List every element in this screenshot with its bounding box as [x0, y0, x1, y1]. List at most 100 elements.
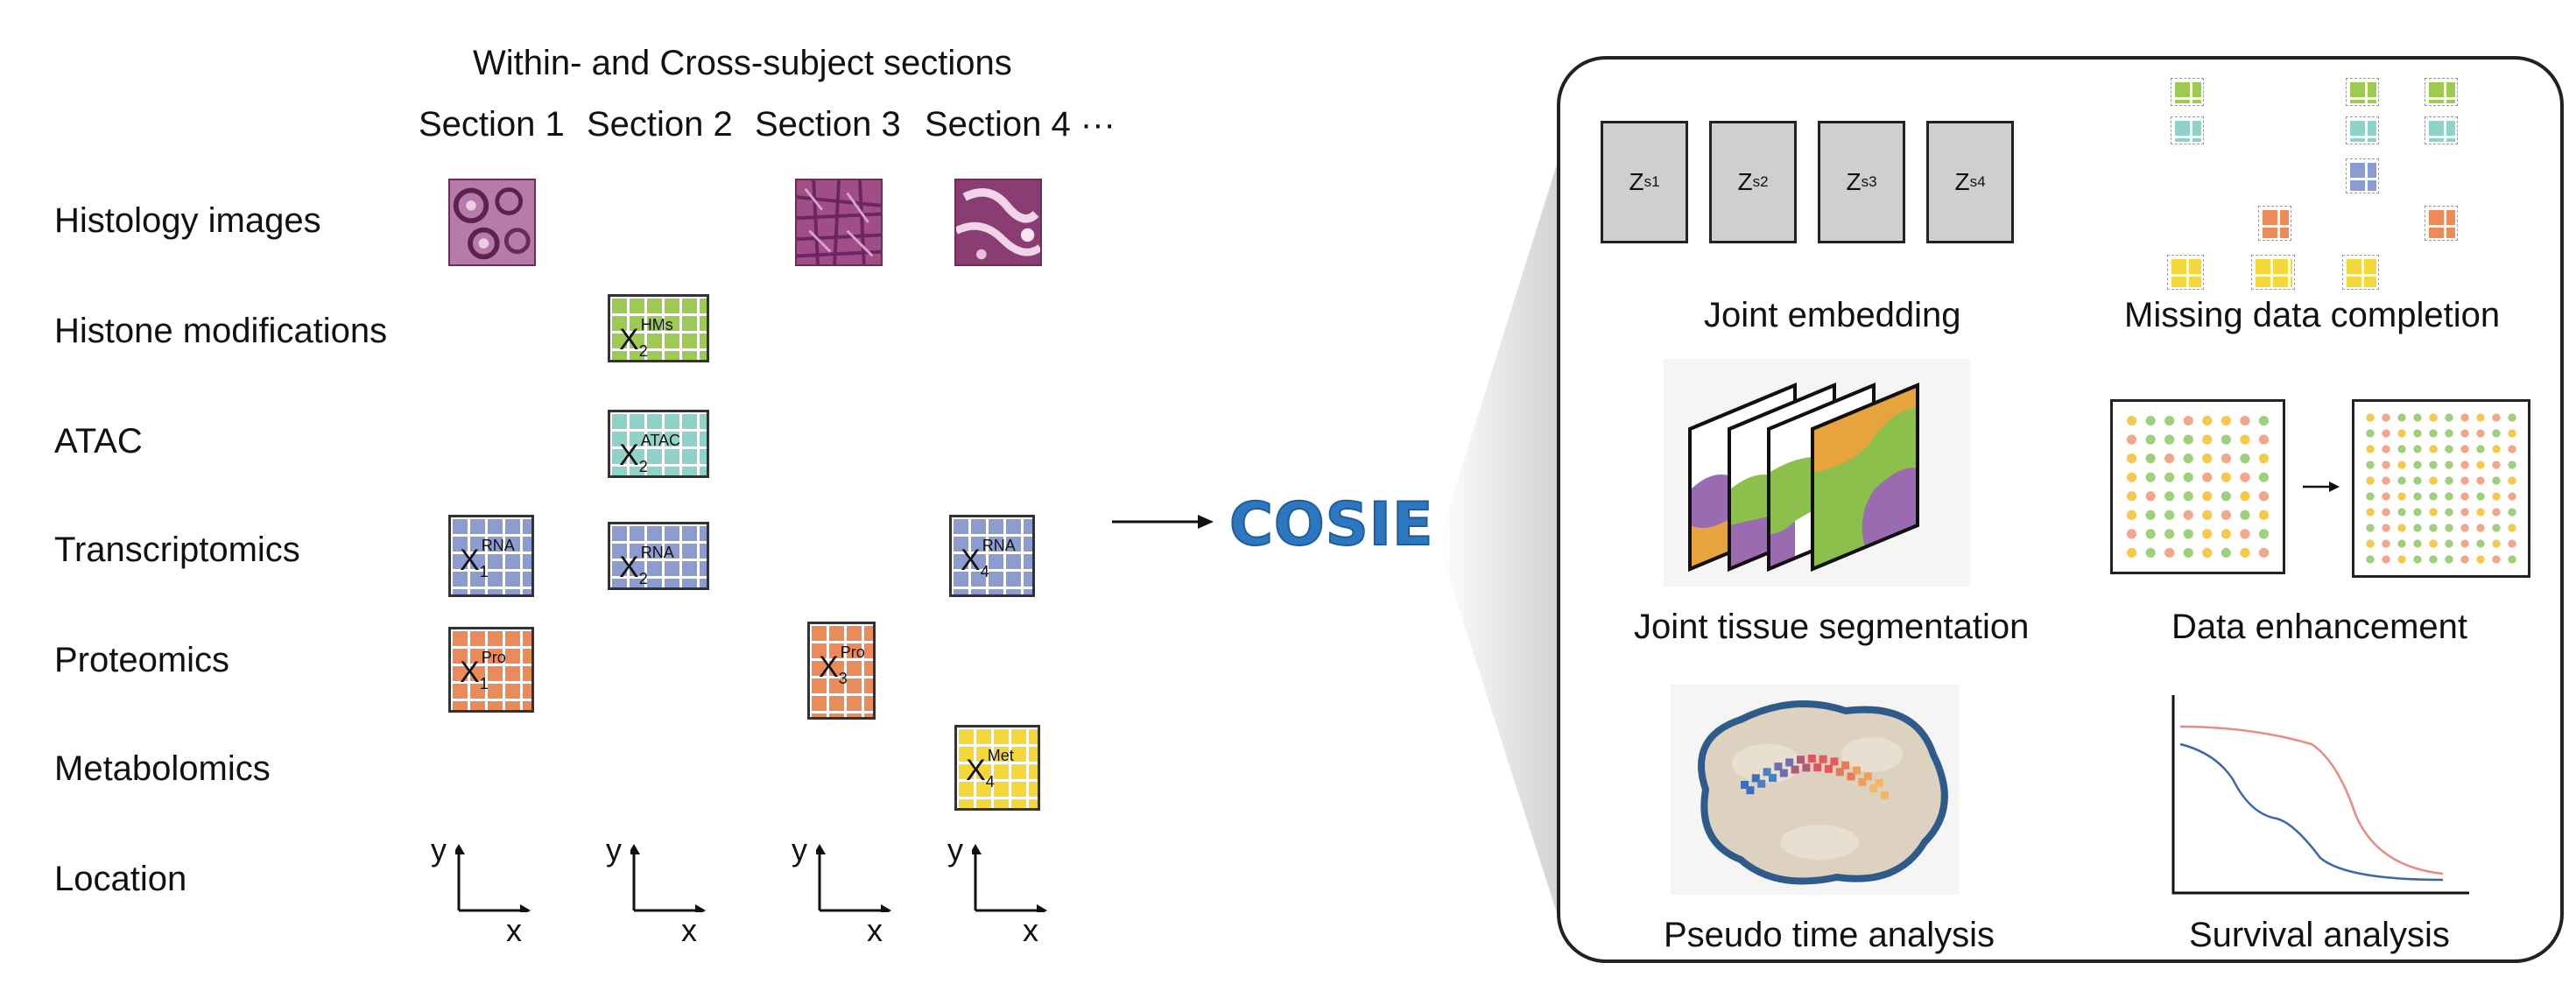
zoom-funnel-shape	[1438, 131, 1567, 945]
survival-plot	[2171, 695, 2469, 895]
enhancement-dot	[2221, 529, 2231, 539]
enhancement-dot	[2366, 413, 2375, 422]
location-axes-section-3	[816, 844, 891, 912]
enhancement-dot	[2429, 508, 2438, 517]
enhancement-dot	[2508, 413, 2516, 422]
enhancement-dot	[2126, 491, 2137, 502]
enhancement-dot	[2126, 415, 2137, 426]
pseudotime-cell	[1863, 772, 1872, 781]
enhancement-dot	[2397, 413, 2406, 422]
enhancement-dot	[2492, 429, 2501, 438]
histology-image-section-1	[448, 179, 536, 266]
location-axes-section-2	[630, 844, 706, 912]
enhancement-dot	[2429, 429, 2438, 438]
enhancement-dot	[2429, 492, 2438, 501]
tile-x4-met: X4Met	[954, 725, 1040, 811]
enhancement-dot	[2366, 429, 2375, 438]
enhancement-dot	[2164, 415, 2175, 426]
enhancement-dot	[2508, 539, 2516, 548]
enhancement-arrow-icon	[2303, 481, 2340, 492]
enhancement-dot	[2460, 492, 2469, 501]
enhancement-dot	[2240, 510, 2250, 520]
enhancement-dot	[2202, 415, 2213, 426]
enhancement-dot	[2202, 510, 2213, 520]
enhancement-dot	[2460, 460, 2469, 469]
enhancement-dot	[2397, 429, 2406, 438]
enhancement-dot	[2202, 547, 2213, 559]
enhancement-dot	[2183, 472, 2193, 482]
segmentation-stack-image	[1664, 359, 1970, 587]
section-3-header: Section 3	[755, 105, 901, 144]
enhancement-dot	[2476, 555, 2485, 564]
enhancement-dot	[2258, 510, 2270, 520]
pseudotime-cell	[1825, 764, 1833, 773]
enhancement-dot	[2508, 508, 2516, 517]
enhancement-dot	[2492, 476, 2501, 485]
enhancement-dot	[2445, 508, 2453, 517]
label-survival: Survival analysis	[2189, 916, 2450, 954]
axis-y-label-1: y	[431, 832, 447, 868]
missing-tile	[2167, 255, 2204, 290]
flow-arrow-icon	[1112, 515, 1214, 529]
enhancement-dot	[2145, 472, 2156, 482]
enhancement-dot	[2240, 491, 2250, 502]
axis-x-label-1: x	[506, 912, 522, 948]
enhancement-dot	[2258, 434, 2270, 445]
enhancement-dot	[2366, 539, 2375, 548]
enhancement-dot	[2258, 415, 2270, 426]
enhancement-dot	[2126, 547, 2137, 559]
tile-x3-pro: X3Pro	[807, 622, 876, 720]
enhancement-dot	[2258, 472, 2270, 482]
enhancement-dot	[2445, 460, 2453, 469]
section-4-header: Section 4 ···	[925, 105, 1116, 144]
enhancement-dot	[2183, 415, 2193, 426]
enhancement-dot	[2258, 547, 2270, 559]
pseudotime-cell	[1779, 769, 1788, 777]
row-label-location: Location	[54, 860, 187, 898]
diagram-title: Within- and Cross-subject sections	[473, 44, 1012, 82]
row-label-metabolomics: Metabolomics	[54, 749, 271, 788]
enhancement-dot	[2221, 415, 2231, 426]
enhancement-dot	[2445, 429, 2453, 438]
enhancement-dot	[2413, 476, 2422, 485]
pseudotime-cell	[1847, 772, 1855, 781]
enhancement-dot	[2164, 472, 2175, 482]
cosie-logo: COSIE	[1228, 489, 1434, 560]
enhancement-dot	[2240, 415, 2250, 426]
row-label-histone: Histone modifications	[54, 312, 388, 350]
enhancement-dot	[2366, 508, 2375, 517]
label-segmentation: Joint tissue segmentation	[1634, 608, 2030, 646]
enhancement-dot	[2382, 492, 2390, 501]
row-label-transcriptomics: Transcriptomics	[54, 531, 300, 569]
enhancement-dot	[2126, 434, 2137, 445]
enhancement-dot	[2429, 539, 2438, 548]
tile-x2-rna: X2RNA	[608, 522, 709, 590]
pseudotime-cell	[1751, 774, 1760, 783]
enhancement-dot	[2145, 453, 2156, 464]
enhancement-dot	[2413, 460, 2422, 469]
enhancement-dot	[2183, 434, 2193, 445]
enhancement-dot	[2397, 508, 2406, 517]
enhancement-dot	[2164, 453, 2175, 464]
enhancement-dot	[2397, 555, 2406, 564]
pseudotime-cell	[1869, 784, 1878, 793]
enhancement-dot	[2397, 524, 2406, 532]
pseudotime-image	[1671, 685, 1960, 895]
enhancement-dot	[2382, 476, 2390, 485]
enhancement-dot	[2492, 555, 2501, 564]
enhancement-dot	[2413, 413, 2422, 422]
enhancement-dot	[2460, 476, 2469, 485]
enhancement-dot	[2366, 445, 2375, 453]
section-1-header: Section 1	[419, 105, 565, 144]
enhancement-dot	[2492, 445, 2501, 453]
axis-y-label-3: y	[792, 832, 807, 868]
enhancement-dot	[2183, 491, 2193, 502]
enhancement-dot	[2476, 445, 2485, 453]
missing-tile	[2346, 116, 2379, 144]
pseudotime-cell	[1853, 766, 1861, 775]
pseudotime-cell	[1881, 791, 1889, 799]
pseudotime-cell	[1813, 763, 1822, 772]
